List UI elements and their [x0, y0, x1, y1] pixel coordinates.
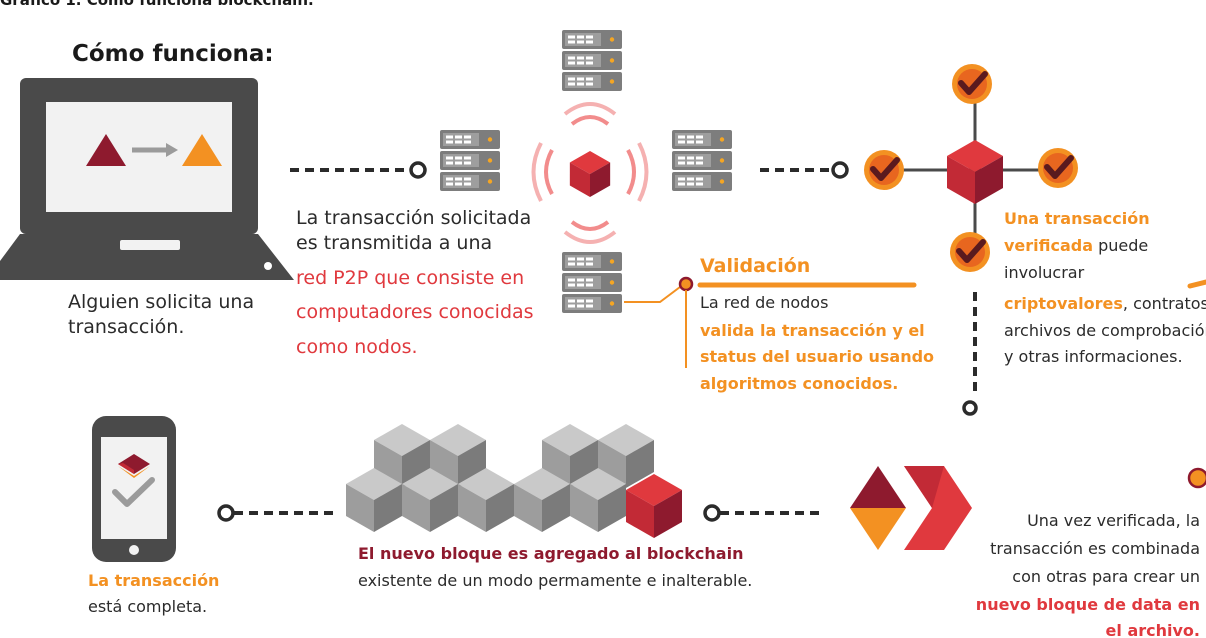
- p2p-network-icon: [440, 30, 732, 313]
- step4-line3: involucrar: [1004, 263, 1085, 282]
- step2-line2: es transmitida a una: [296, 232, 493, 254]
- new-block-icon: [850, 466, 972, 550]
- verified-cluster-icon: [864, 64, 1206, 489]
- connector-network-verified: [760, 161, 849, 179]
- connector-laptop-network: [290, 161, 427, 179]
- step4-line2: verificada puede: [1004, 235, 1148, 256]
- step5-line1: Una vez verificada, la: [1027, 511, 1200, 530]
- step3-line3: status del usuario usando: [700, 347, 935, 366]
- validation-heading: Validación: [700, 255, 811, 277]
- step2-line1: La transacción solicitada: [296, 207, 532, 229]
- step6-line1: El nuevo bloque es agregado al blockchai…: [358, 544, 744, 563]
- laptop-icon: [0, 78, 294, 280]
- step4-line6: y otras informaciones.: [1004, 347, 1183, 366]
- step5-line2: transacción es combinada: [990, 539, 1200, 558]
- step4-line1: Una transacción: [1004, 209, 1150, 228]
- step4-line4: criptovalores, contratos,: [1004, 293, 1206, 314]
- step3-line1: La red de nodos: [700, 293, 829, 312]
- step4-line4-rest: , contratos,: [1122, 294, 1206, 313]
- step5-line5: el archivo.: [1105, 621, 1200, 638]
- step4-verified-word: verificada: [1004, 236, 1094, 255]
- step5-line4: nuevo bloque de data en: [975, 595, 1200, 614]
- step1-line1: Alguien solicita una: [68, 291, 255, 313]
- step4-line2-rest: puede: [1093, 236, 1149, 255]
- validation-connector: [624, 276, 917, 368]
- connector-newblock-chain: [703, 504, 820, 522]
- blockchain-blocks-icon: [346, 424, 682, 538]
- phone-icon: [92, 416, 176, 562]
- step6-line2: existente de un modo permamente e inalte…: [358, 571, 753, 590]
- step3-line4: algoritmos conocidos.: [700, 374, 899, 393]
- step7-line1: La transacción: [88, 571, 220, 590]
- step2-line3: red P2P que consiste en: [296, 267, 525, 289]
- step7-line2: está completa.: [88, 597, 208, 616]
- step3-line2: valida la transacción y el: [700, 321, 925, 340]
- step4-line5: archivos de comprobación: [1004, 321, 1206, 340]
- step1-line2: transacción.: [68, 316, 185, 338]
- step5-line3: con otras para crear un: [1012, 567, 1200, 586]
- step4-crypto-word: criptovalores: [1004, 294, 1123, 313]
- step2-line5: como nodos.: [296, 336, 418, 358]
- page-title: Cómo funciona:: [72, 41, 274, 67]
- step2-line4: computadores conocidas: [296, 301, 534, 323]
- connector-blocks-phone: [217, 504, 336, 522]
- figure-caption: Gráfico 1. Cómo funciona blockchain.: [0, 0, 314, 9]
